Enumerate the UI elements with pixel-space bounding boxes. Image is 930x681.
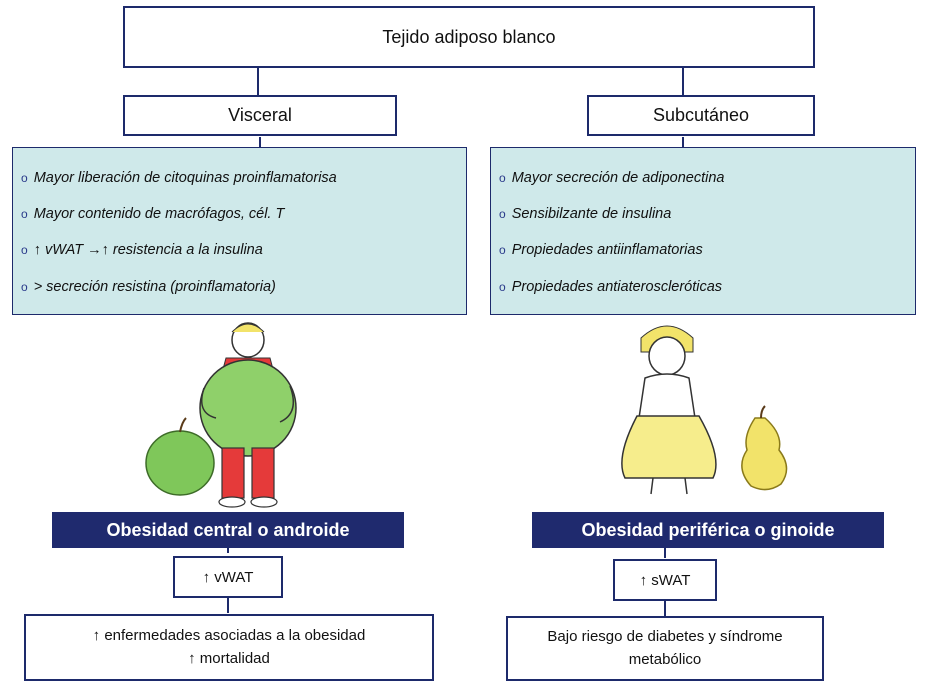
- subcutaneo-label: Subcutáneo: [652, 105, 750, 125]
- bullet-icon: o: [499, 280, 506, 294]
- bullet-icon: o: [21, 243, 28, 257]
- visceral-box: Visceral: [123, 95, 397, 136]
- vwat-label: ↑ vWAT: [202, 568, 254, 586]
- vwat-box: ↑ vWAT: [173, 556, 283, 598]
- bullet-icon: o: [499, 243, 506, 257]
- visceral-item: o> secreción resistina (proinflamatoria): [21, 279, 276, 295]
- bullet-icon: o: [21, 207, 28, 221]
- subcutaneo-outcome-line1: Bajo riesgo de diabetes y síndrome: [547, 628, 783, 645]
- woman-pear-figure-icon: [621, 325, 788, 495]
- title-text: Tejido adiposo blanco: [382, 26, 556, 47]
- visceral-outcome-line1: ↑ enfermedades asociadas a la obesidad: [92, 627, 366, 644]
- obesidad-periferica-label: Obesidad periférica o ginoide: [581, 519, 835, 540]
- swat-label: ↑ sWAT: [639, 571, 691, 589]
- bullet-icon: o: [21, 171, 28, 185]
- bullet-icon: o: [21, 280, 28, 294]
- visceral-outcome-box: ↑ enfermedades asociadas a la obesidad ↑…: [24, 614, 434, 681]
- visceral-label: Visceral: [228, 105, 292, 125]
- swat-box: ↑ sWAT: [613, 559, 717, 601]
- obesidad-central-label: Obesidad central o androide: [106, 519, 350, 540]
- bullet-icon: o: [499, 171, 506, 185]
- subcutaneo-box: Subcutáneo: [587, 95, 815, 136]
- visceral-item: o↑ vWAT →↑ resistencia a la insulina: [21, 242, 263, 258]
- obesidad-central-bar: Obesidad central o androide: [52, 512, 404, 548]
- man-apple-figure-icon: [145, 322, 297, 508]
- bullet-icon: o: [499, 207, 506, 221]
- title-box: Tejido adiposo blanco: [123, 6, 815, 68]
- visceral-outcome-line2: ↑ mortalidad: [188, 649, 270, 667]
- subcutaneo-outcome-box: Bajo riesgo de diabetes y síndrome metab…: [506, 616, 824, 681]
- obesidad-periferica-bar: Obesidad periférica o ginoide: [532, 512, 884, 548]
- subcutaneo-outcome-line2: metabólico: [628, 650, 702, 668]
